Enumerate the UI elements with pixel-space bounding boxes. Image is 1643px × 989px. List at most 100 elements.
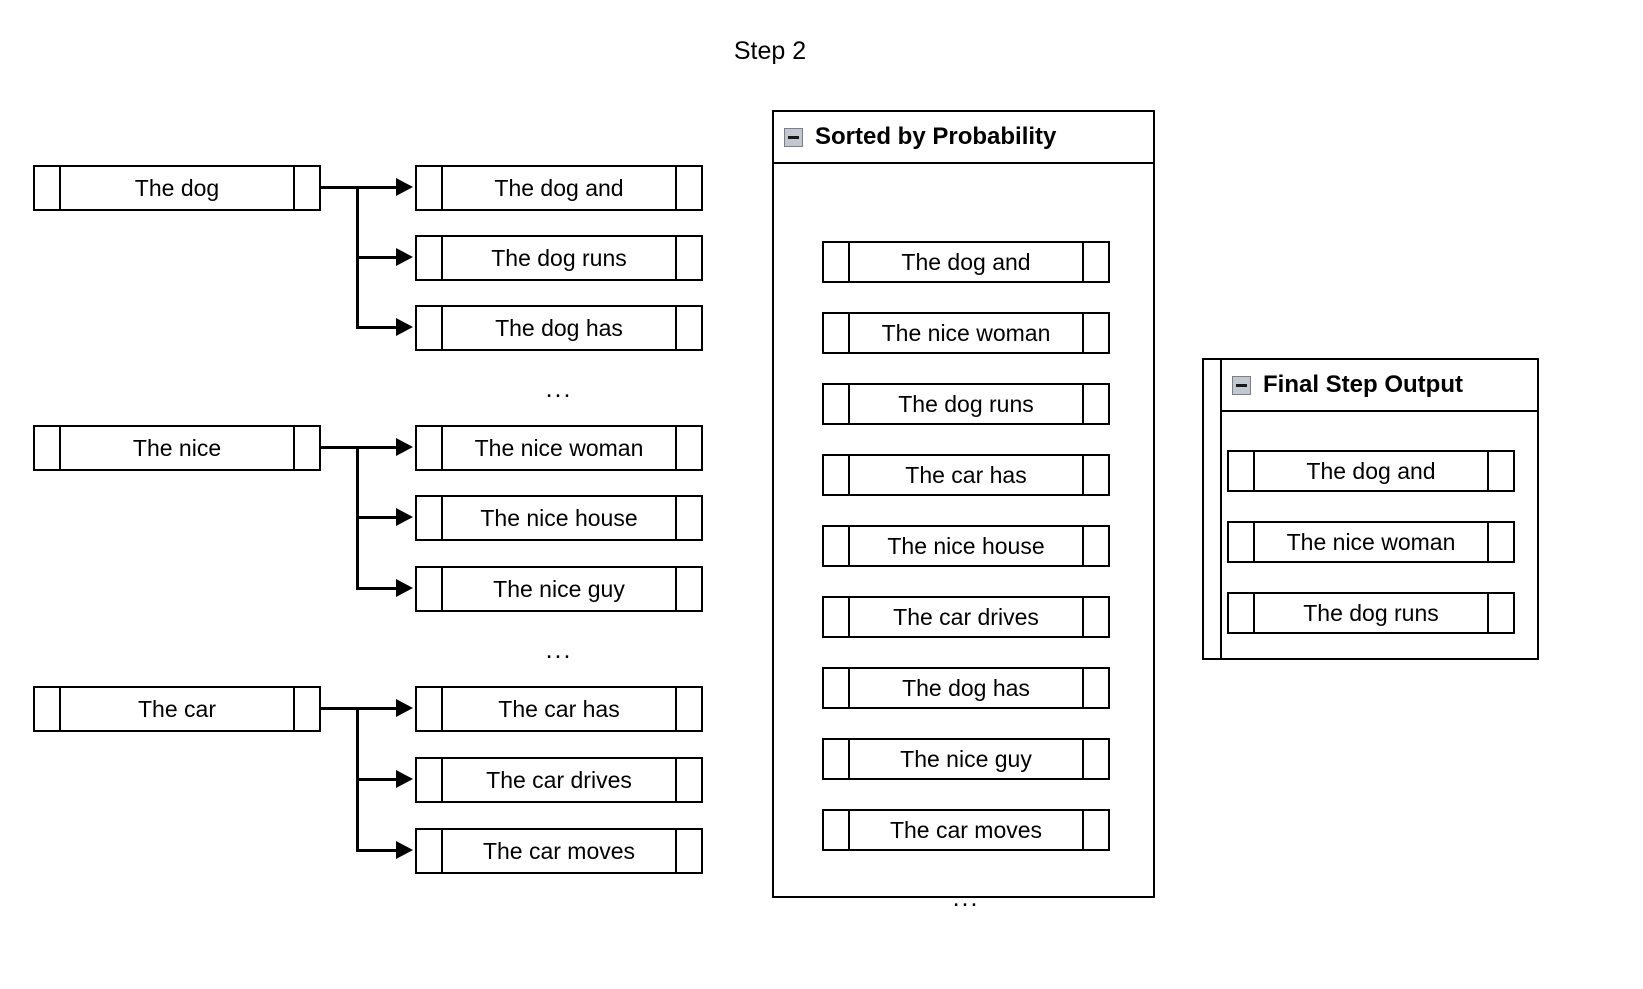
seq-cap-right (293, 427, 319, 469)
connector-dog-branch-3 (356, 326, 398, 329)
final-panel-header[interactable]: Final Step Output (1222, 360, 1537, 412)
final-item-2-label: The nice woman (1286, 529, 1456, 555)
child-box-nice-house[interactable]: The nice house (415, 495, 703, 541)
sorted-item-3[interactable]: The dog runs (822, 383, 1110, 425)
seq-cap-right (675, 237, 701, 279)
connector-dog-stem (321, 186, 359, 189)
seq-cap-left (824, 314, 850, 352)
child-box-car-moves[interactable]: The car moves (415, 828, 703, 874)
ellipsis-after-nice-group: ... (545, 636, 573, 664)
minus-square-icon[interactable] (1232, 375, 1251, 395)
sorted-item-9-label: The car moves (889, 817, 1043, 843)
sorted-item-4-label: The car has (905, 462, 1027, 488)
final-item-1-label: The dog and (1306, 458, 1436, 484)
final-panel-title: Final Step Output (1263, 371, 1463, 398)
parent-box-dog[interactable]: The dog (33, 165, 321, 211)
sorted-panel-ellipsis: ... (952, 884, 980, 912)
arrow-head-car-1 (396, 699, 413, 717)
seq-cap-left (824, 740, 850, 778)
seq-cap-right (1082, 456, 1108, 494)
child-box-car-drives-label: The car drives (486, 767, 632, 793)
seq-cap-right (675, 307, 701, 349)
sorted-item-6[interactable]: The car drives (822, 596, 1110, 638)
arrow-head-dog-3 (396, 318, 413, 336)
final-step-output-panel: Final Step Output The dog and The nice w… (1220, 358, 1539, 660)
connector-nice-branch-1 (356, 446, 398, 449)
child-box-nice-house-label: The nice house (480, 505, 638, 531)
seq-cap-left (1229, 523, 1255, 561)
seq-cap-left (417, 688, 443, 730)
seq-cap-left (417, 237, 443, 279)
sorted-item-1-label: The dog and (901, 249, 1031, 275)
minus-square-icon[interactable] (784, 127, 803, 147)
child-box-dog-has-label: The dog has (495, 315, 623, 341)
seq-cap-left (417, 568, 443, 610)
seq-cap-left (824, 385, 850, 423)
seq-cap-left (417, 307, 443, 349)
connector-dog-branch-2 (356, 256, 398, 259)
seq-cap-right (1082, 740, 1108, 778)
child-box-dog-runs[interactable]: The dog runs (415, 235, 703, 281)
connector-dog-branch-1 (356, 186, 398, 189)
arrow-head-nice-2 (396, 508, 413, 526)
connector-nice-branch-2 (356, 516, 398, 519)
seq-cap-left (824, 811, 850, 849)
sorted-item-8-label: The nice guy (900, 746, 1032, 772)
seq-cap-left (35, 427, 61, 469)
seq-cap-right (293, 688, 319, 730)
connector-nice-branch-3 (356, 587, 398, 590)
arrow-head-nice-3 (396, 579, 413, 597)
sorted-item-6-label: The car drives (893, 604, 1039, 630)
seq-cap-right (675, 568, 701, 610)
seq-cap-left (35, 688, 61, 730)
seq-cap-right (1082, 669, 1108, 707)
seq-cap-left (417, 427, 443, 469)
arrow-head-car-2 (396, 770, 413, 788)
sorted-item-9[interactable]: The car moves (822, 809, 1110, 851)
sorted-panel-title: Sorted by Probability (815, 123, 1057, 150)
seq-cap-left (417, 167, 443, 209)
seq-cap-right (293, 167, 319, 209)
arrow-head-nice-1 (396, 438, 413, 456)
parent-box-car-label: The car (138, 696, 216, 722)
seq-cap-right (1487, 523, 1513, 561)
seq-cap-left (417, 759, 443, 801)
child-box-car-has[interactable]: The car has (415, 686, 703, 732)
sorted-item-5-label: The nice house (887, 533, 1045, 559)
sorted-item-7-label: The dog has (902, 675, 1030, 701)
sorted-item-4[interactable]: The car has (822, 454, 1110, 496)
sorted-item-2[interactable]: The nice woman (822, 312, 1110, 354)
seq-cap-right (1082, 314, 1108, 352)
sorted-item-1[interactable]: The dog and (822, 241, 1110, 283)
seq-cap-left (824, 243, 850, 281)
final-item-3[interactable]: The dog runs (1227, 592, 1515, 634)
seq-cap-right (1082, 385, 1108, 423)
child-box-nice-woman[interactable]: The nice woman (415, 425, 703, 471)
connector-car-branch-3 (356, 849, 398, 852)
seq-cap-left (824, 598, 850, 636)
seq-cap-right (1082, 811, 1108, 849)
child-box-nice-guy-label: The nice guy (493, 576, 625, 602)
sorted-panel-header[interactable]: Sorted by Probability (774, 112, 1153, 164)
child-box-dog-and[interactable]: The dog and (415, 165, 703, 211)
seq-cap-right (1487, 452, 1513, 490)
sorted-item-2-label: The nice woman (881, 320, 1051, 346)
child-box-nice-woman-label: The nice woman (474, 435, 644, 461)
seq-cap-left (1229, 594, 1255, 632)
connector-car-branch-1 (356, 707, 398, 710)
child-box-nice-guy[interactable]: The nice guy (415, 566, 703, 612)
seq-cap-left (417, 497, 443, 539)
sorted-item-8[interactable]: The nice guy (822, 738, 1110, 780)
seq-cap-left (1229, 452, 1255, 490)
final-item-2[interactable]: The nice woman (1227, 521, 1515, 563)
child-box-car-drives[interactable]: The car drives (415, 757, 703, 803)
page-title: Step 2 (733, 37, 807, 65)
parent-box-nice[interactable]: The nice (33, 425, 321, 471)
child-box-car-moves-label: The car moves (482, 838, 636, 864)
seq-cap-right (1487, 594, 1513, 632)
final-item-1[interactable]: The dog and (1227, 450, 1515, 492)
parent-box-car[interactable]: The car (33, 686, 321, 732)
sorted-item-5[interactable]: The nice house (822, 525, 1110, 567)
child-box-dog-has[interactable]: The dog has (415, 305, 703, 351)
sorted-item-7[interactable]: The dog has (822, 667, 1110, 709)
